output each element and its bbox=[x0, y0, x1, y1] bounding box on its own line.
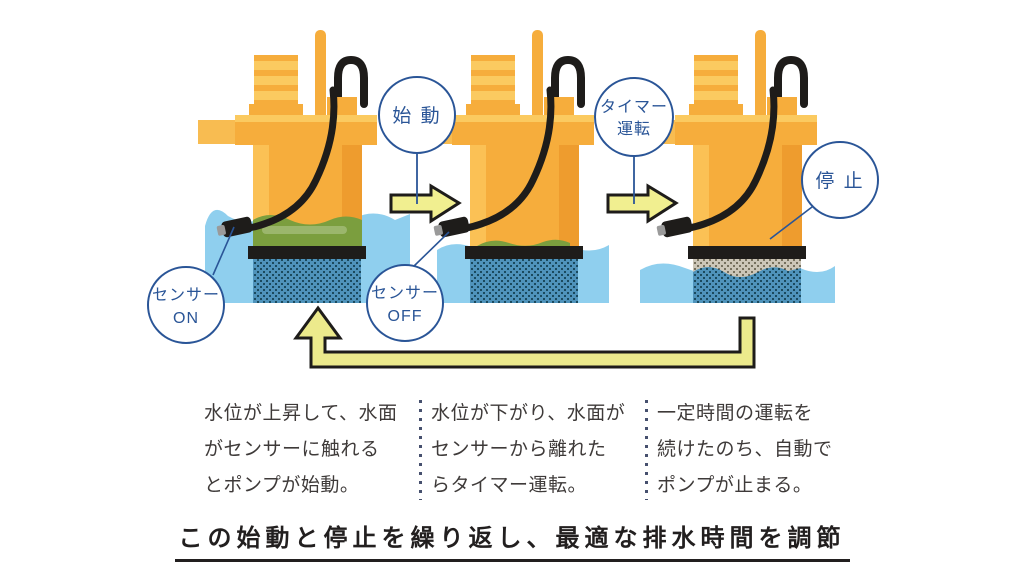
arrow-right-icon-1 bbox=[389, 183, 462, 224]
callout-stop-label: 停 止 bbox=[815, 170, 864, 192]
pump-3-group bbox=[638, 30, 835, 303]
loop-arrow-icon bbox=[293, 305, 756, 369]
leader-sensor-off bbox=[412, 231, 450, 268]
diagram-scene: 始 動 タイマー 運転 停 止 センサー ON センサー OFF bbox=[147, 0, 879, 369]
pump-2-group bbox=[415, 30, 609, 303]
step-2-text: 水位が下がり、水面が センサーから離れた らタイマー運転。 bbox=[431, 396, 646, 504]
footer: この始動と停止を繰り返し、最適な排水時間を調節 bbox=[0, 518, 1024, 562]
step-3-line-2: 続けたのち、自動で bbox=[657, 439, 833, 460]
step-1-text: 水位が上昇して、水面 がセンサーに触れる とポンプが始動。 bbox=[204, 396, 419, 504]
callout-start: 始 動 bbox=[378, 76, 456, 154]
callout-timer: タイマー 運転 bbox=[594, 77, 674, 157]
step-2-line-1: 水位が下がり、水面が bbox=[431, 403, 626, 424]
divider-1 bbox=[419, 400, 422, 500]
submerged-highlight bbox=[262, 226, 347, 234]
arrow-right-icon-2 bbox=[606, 183, 679, 224]
step-3-text: 一定時間の運転を 続けたのち、自動で ポンプが止まる。 bbox=[657, 396, 872, 504]
callout-sensor-on-line1: センサー bbox=[152, 287, 220, 304]
pump-1-group bbox=[198, 30, 410, 303]
submerged-green-zone bbox=[477, 239, 570, 246]
pump-base-band bbox=[465, 246, 583, 259]
callout-sensor-off-line1: センサー bbox=[371, 285, 439, 302]
step-3-line-3: ポンプが止まる。 bbox=[657, 475, 813, 496]
callout-sensor-on-line2: ON bbox=[173, 310, 199, 327]
callout-timer-line2: 運転 bbox=[617, 120, 651, 138]
callout-stop: 停 止 bbox=[801, 141, 879, 219]
leader-stop bbox=[769, 206, 813, 240]
step-1-line-3: とポンプが始動。 bbox=[204, 475, 360, 496]
step-2-line-3: らタイマー運転。 bbox=[431, 475, 588, 496]
callout-timer-line1: タイマー bbox=[600, 98, 668, 116]
footer-title: この始動と停止を繰り返し、最適な排水時間を調節 bbox=[174, 518, 850, 562]
callout-sensor-on: センサー ON bbox=[147, 266, 225, 344]
pump-strainer bbox=[470, 259, 578, 303]
pump-base-band bbox=[688, 246, 806, 259]
divider-2 bbox=[645, 400, 648, 500]
step-descriptions: 水位が上昇して、水面 がセンサーに触れる とポンプが始動。 水位が下がり、水面が… bbox=[0, 396, 1024, 514]
step-3-line-1: 一定時間の運転を bbox=[657, 403, 814, 424]
pump-strainer bbox=[253, 259, 361, 303]
step-2-line-2: センサーから離れた bbox=[431, 439, 607, 460]
step-1-line-2: がセンサーに触れる bbox=[204, 439, 380, 460]
pump-strainer-underwater bbox=[693, 267, 801, 303]
callout-sensor-off: センサー OFF bbox=[366, 264, 444, 342]
callout-start-label: 始 動 bbox=[392, 105, 441, 127]
step-1-line-1: 水位が上昇して、水面 bbox=[204, 403, 398, 424]
callout-sensor-off-line2: OFF bbox=[388, 308, 423, 325]
leader-sensor-on bbox=[212, 226, 235, 276]
pump-base-band bbox=[248, 246, 366, 259]
